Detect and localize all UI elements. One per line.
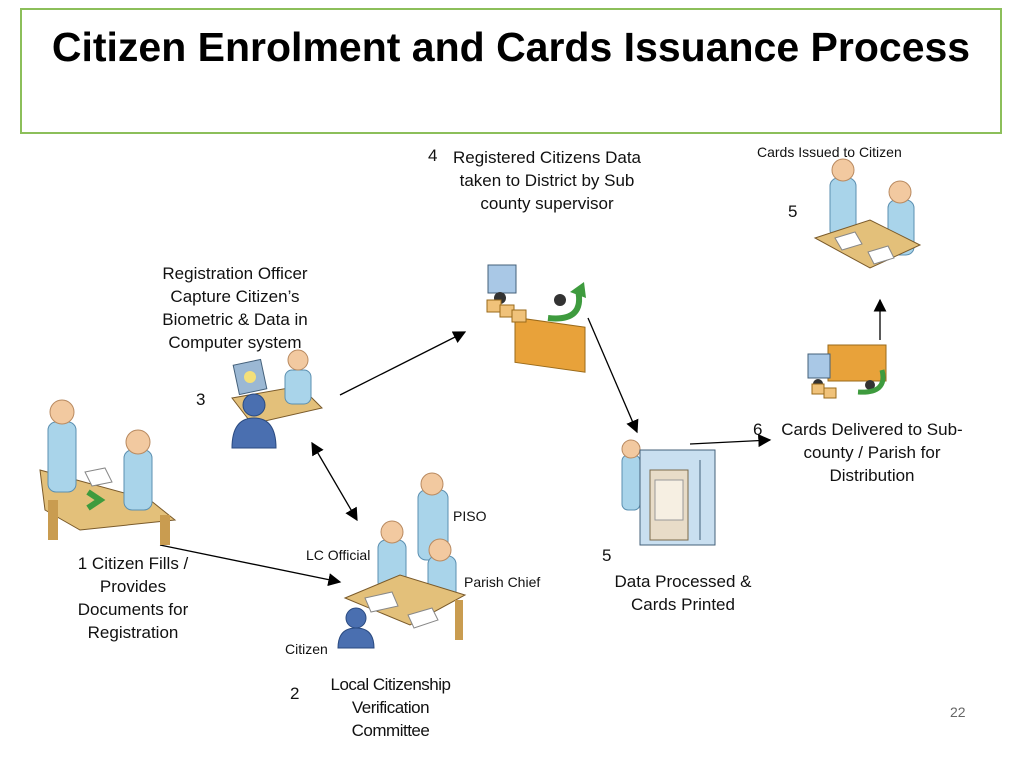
role-piso: PISO: [453, 508, 487, 524]
step6-number: 6: [753, 420, 763, 439]
cards-issued-icon: [813, 158, 922, 269]
page-number: 22: [950, 704, 966, 720]
step2-label: Local Citizenship Verification Committee: [330, 675, 451, 740]
step5-issue-label: Cards Issued to Citizen: [757, 144, 902, 160]
step1-number: 1: [77, 554, 88, 573]
step4-number: 4: [428, 146, 438, 165]
verification-committee-icon: [337, 472, 467, 649]
arrow-1-to-2: [159, 544, 342, 587]
step1-text: Citizen Fills / Provides Documents for R…: [77, 554, 189, 642]
registration-officer-icon: [231, 349, 323, 449]
title-box: Citizen Enrolment and Cards Issuance Pro…: [20, 8, 1002, 134]
step3-label: Registration Officer Capture Citizen’s B…: [162, 264, 308, 352]
step5-issue-number: 5: [788, 202, 798, 221]
small-delivery-truck-icon: [807, 344, 887, 399]
role-parish-chief: Parish Chief: [464, 574, 541, 590]
delivery-truck-icon: [486, 264, 586, 373]
step3-number: 3: [196, 390, 206, 409]
step5-print-label: Data Processed & Cards Printed: [614, 572, 752, 614]
role-lc-official: LC Official: [306, 547, 371, 563]
arrow-4-to-5: [587, 317, 639, 434]
arrow-2-to-3: [311, 441, 358, 522]
step1-label: 1 Citizen Fills / Provides Documents for…: [58, 552, 208, 644]
step6-label: Cards Delivered to Sub-county / Parish f…: [781, 420, 963, 485]
slide-title: Citizen Enrolment and Cards Issuance Pro…: [51, 24, 971, 70]
arrow-3-to-4: [339, 331, 467, 396]
step2-number: 2: [290, 684, 300, 703]
step4-label: Registered Citizens Data taken to Distri…: [452, 148, 642, 213]
step5-print-number: 5: [602, 546, 612, 565]
role-citizen: Citizen: [285, 641, 328, 657]
citizen-fills-icon: [39, 399, 177, 545]
card-printing-server-icon: [621, 439, 716, 546]
arrow-5-to-6: [689, 434, 772, 448]
